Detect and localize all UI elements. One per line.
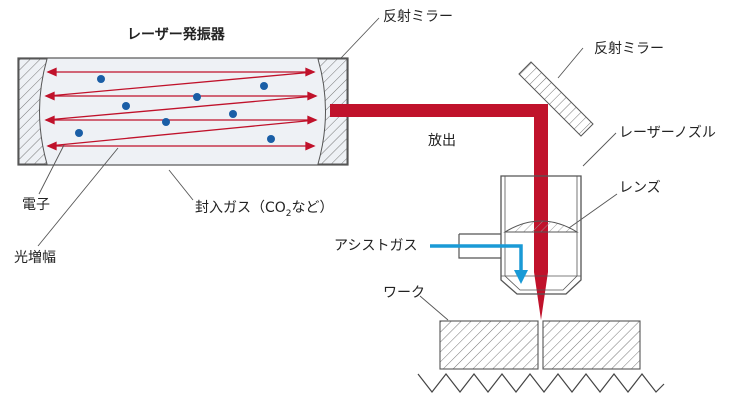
laser-nozzle-label: レーザーノズル <box>619 125 716 141</box>
reflecting-mirror-top-label: 反射ミラー <box>383 9 453 25</box>
electron-dot <box>122 102 130 110</box>
electron-dot <box>193 93 201 101</box>
reflecting-mirror-right-label: 反射ミラー <box>594 41 664 57</box>
sealed-gas-label: 封入ガス（CO2など） <box>195 201 334 219</box>
electron-label: 電子 <box>22 197 50 213</box>
work-support <box>417 373 665 393</box>
reflecting-mirror-right <box>518 61 594 137</box>
sealed-gas-suffix: など） <box>291 200 334 216</box>
electron-dot <box>260 82 268 90</box>
sealed-gas-subscript: 2 <box>285 208 292 219</box>
electron-dot <box>229 110 237 118</box>
electron-dot <box>97 75 105 83</box>
lens-label: レンズ <box>619 180 661 196</box>
electron-dot <box>162 118 170 126</box>
assist-gas-inlet <box>458 233 501 259</box>
emission-label: 放出 <box>428 133 456 149</box>
electron-dot <box>267 135 275 143</box>
workpiece <box>439 320 641 370</box>
assist-gas-label: アシストガス <box>334 238 418 254</box>
light-amplification-arrows <box>44 67 318 151</box>
work-label: ワーク <box>383 285 425 301</box>
sealed-gas-text: 封入ガス（CO <box>195 200 286 216</box>
annotation-lines <box>37 17 618 321</box>
light-amplification-label: 光増幅 <box>14 250 56 266</box>
laser-nozzle <box>500 175 582 295</box>
laser-oscillator <box>17 57 349 166</box>
left-mirror <box>18 58 48 165</box>
oscillator-label: レーザー発振器 <box>127 27 225 43</box>
lens <box>503 220 579 233</box>
electron-dot <box>75 129 83 137</box>
assist-gas-flow <box>430 244 528 284</box>
electrons <box>75 75 275 143</box>
